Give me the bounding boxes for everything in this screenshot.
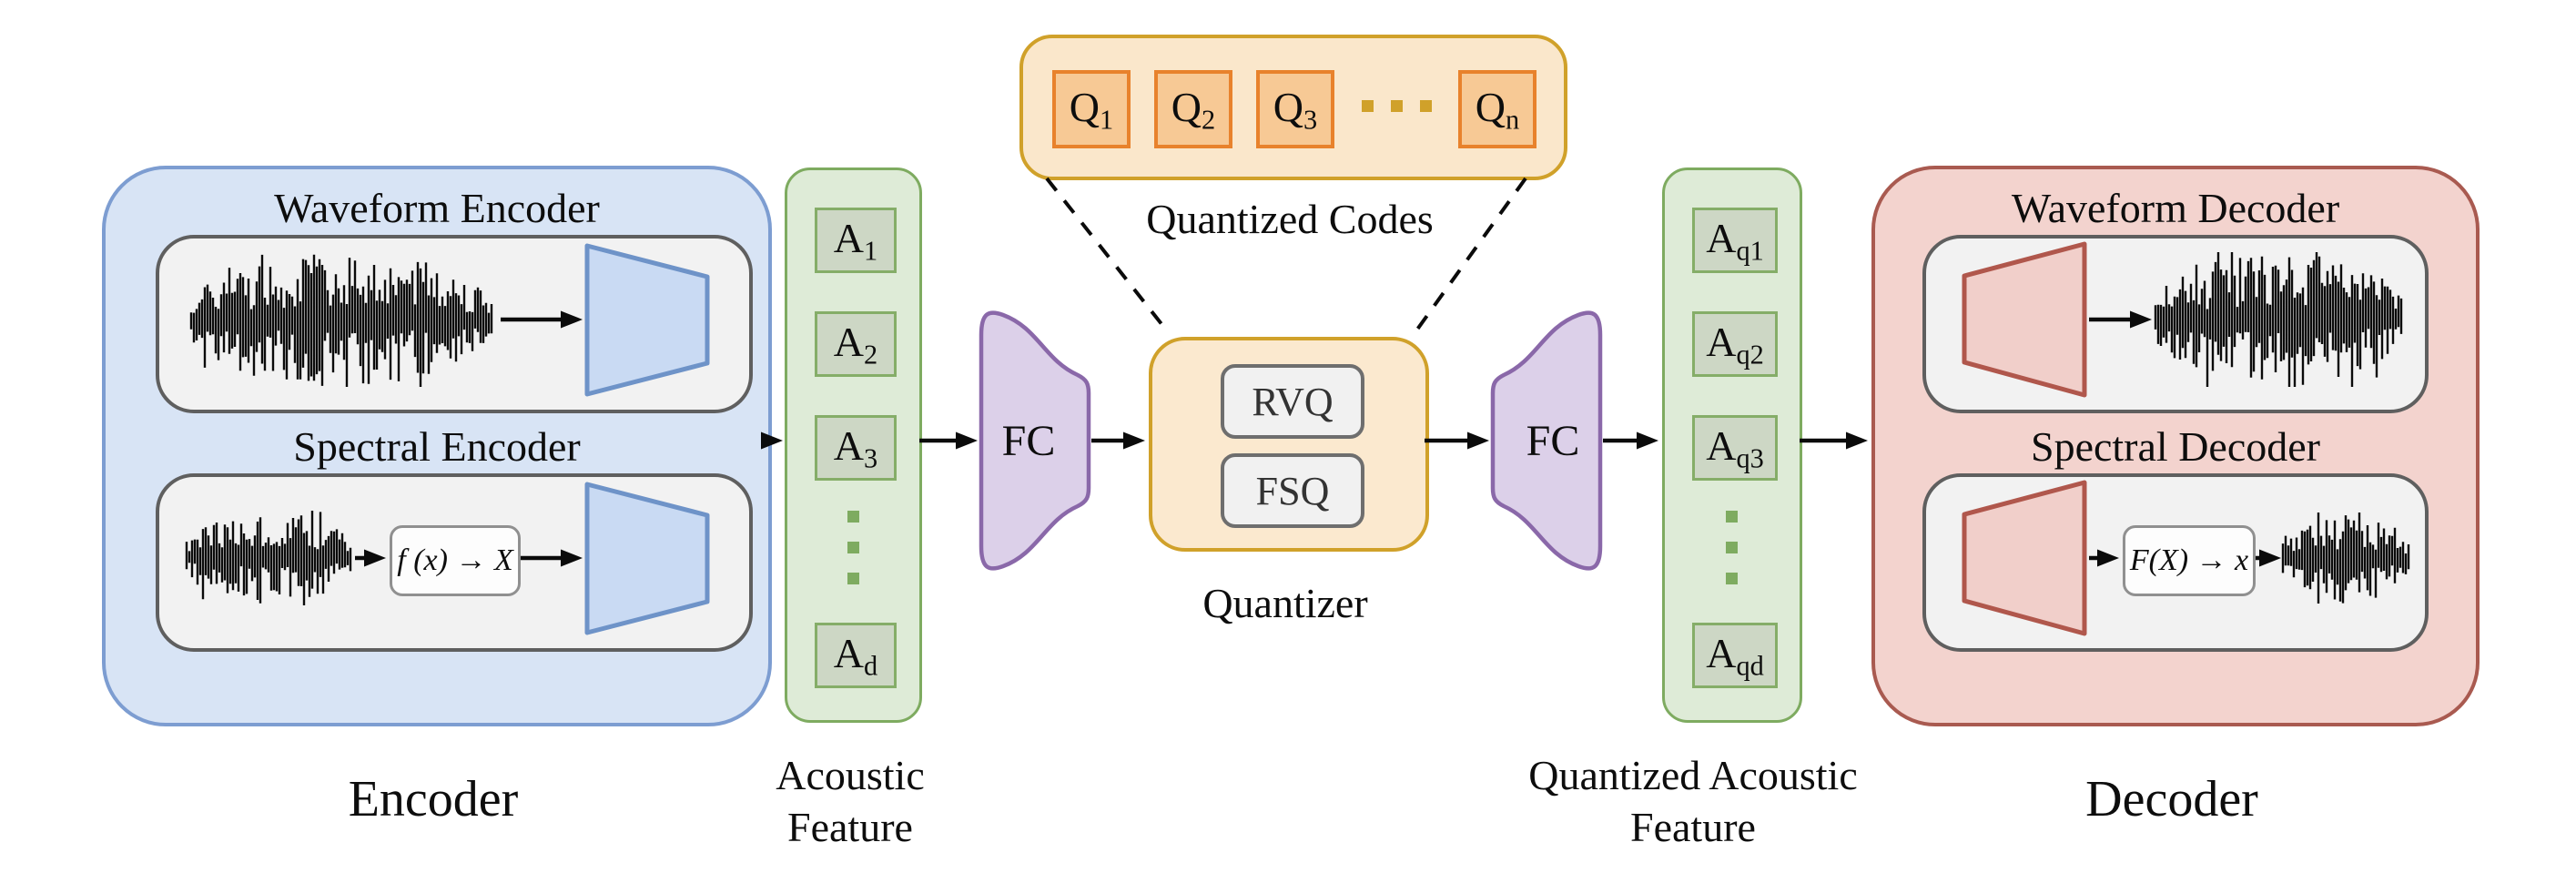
code-cell-1: Q1	[1052, 70, 1131, 148]
decoder-output-waveform-image	[2154, 252, 2403, 387]
quantized-feature-to-decoder-arrow	[1800, 431, 1868, 450]
waveform-decoder-trapezoid-icon	[1962, 241, 2087, 398]
code-cell-n: Qn	[1458, 70, 1536, 148]
fc-left-funnel-shape	[979, 310, 1091, 571]
encoder-to-feature-arrow	[761, 431, 783, 450]
codes-right-dashed-connector	[1413, 177, 1527, 335]
trapezoid-to-inverse-transform-arrow	[2089, 549, 2119, 567]
quantizer-to-fc-arrow	[1425, 431, 1489, 450]
encoder-label: Encoder	[348, 771, 519, 827]
quantizer-box: RVQ FSQ	[1149, 337, 1429, 552]
codes-left-dashed-connector	[1045, 177, 1171, 335]
spectral-input-waveform-image	[185, 511, 352, 605]
quantizer-method-fsq: FSQ	[1221, 453, 1364, 528]
acoustic-cell-d: Ad	[815, 623, 897, 688]
decoder-label: Decoder	[2085, 771, 2258, 827]
code-cell-2: Q2	[1154, 70, 1232, 148]
acoustic-feature-column: A1 A2 A3 Ad	[785, 167, 922, 723]
quantized-cell-2: Aq2	[1692, 311, 1778, 377]
fc-left-label: FC	[1001, 416, 1056, 465]
quantized-cell-1: Aq1	[1692, 208, 1778, 273]
trapezoid-to-wave-arrow	[2089, 310, 2152, 329]
fc-to-quantizer-arrow	[1091, 431, 1145, 450]
acoustic-cell-3: A3	[815, 415, 897, 481]
encoder-input-waveform-image	[189, 254, 493, 387]
spectral-inverse-transform-box: F(X) → x	[2123, 525, 2256, 596]
waveform-encoder-title: Waveform Encoder	[274, 184, 600, 231]
quantized-cell-d: Aqd	[1692, 623, 1778, 688]
encoder-block: Waveform Encoder Spectral Encoder	[102, 166, 772, 726]
wave-to-trapezoid-arrow	[501, 310, 583, 329]
transform-to-trapezoid-arrow	[519, 549, 583, 567]
quantized-cell-3: Aq3	[1692, 415, 1778, 481]
spectral-encoder-trapezoid-icon	[584, 482, 710, 635]
spectral-transform-box: f (x) → X	[390, 525, 521, 596]
quantized-codes-label: Quantized Codes	[1146, 195, 1434, 242]
waveform-encoder-trapezoid-icon	[584, 243, 710, 397]
spectral-encoder-title: Spectral Encoder	[293, 422, 581, 470]
spectral-decoder-trapezoid-icon	[1962, 480, 2087, 636]
quantized-feature-column: Aq1 Aq2 Aq3 Aqd	[1662, 167, 1802, 723]
code-cell-3: Q3	[1256, 70, 1334, 148]
acoustic-cell-1: A1	[815, 208, 897, 273]
spectral-output-waveform-image	[2281, 513, 2410, 604]
fc-right-funnel-shape	[1490, 310, 1603, 571]
waveform-decoder-title: Waveform Decoder	[2011, 184, 2340, 231]
fc-right-label: FC	[1526, 416, 1580, 465]
acoustic-cell-2: A2	[815, 311, 897, 377]
quantized-codes-box: Q1 Q2 Q3 Qn	[1019, 35, 1567, 180]
inverse-transform-to-wave-arrow	[2253, 549, 2281, 567]
quantizer-method-rvq: RVQ	[1221, 364, 1364, 439]
spectral-decoder-title: Spectral Decoder	[2030, 422, 2320, 470]
quantizer-label: Quantizer	[1202, 579, 1368, 626]
feature-to-fc-arrow	[919, 431, 978, 450]
wave-to-transform-arrow	[355, 549, 386, 567]
fc-to-quantized-feature-arrow	[1603, 431, 1658, 450]
